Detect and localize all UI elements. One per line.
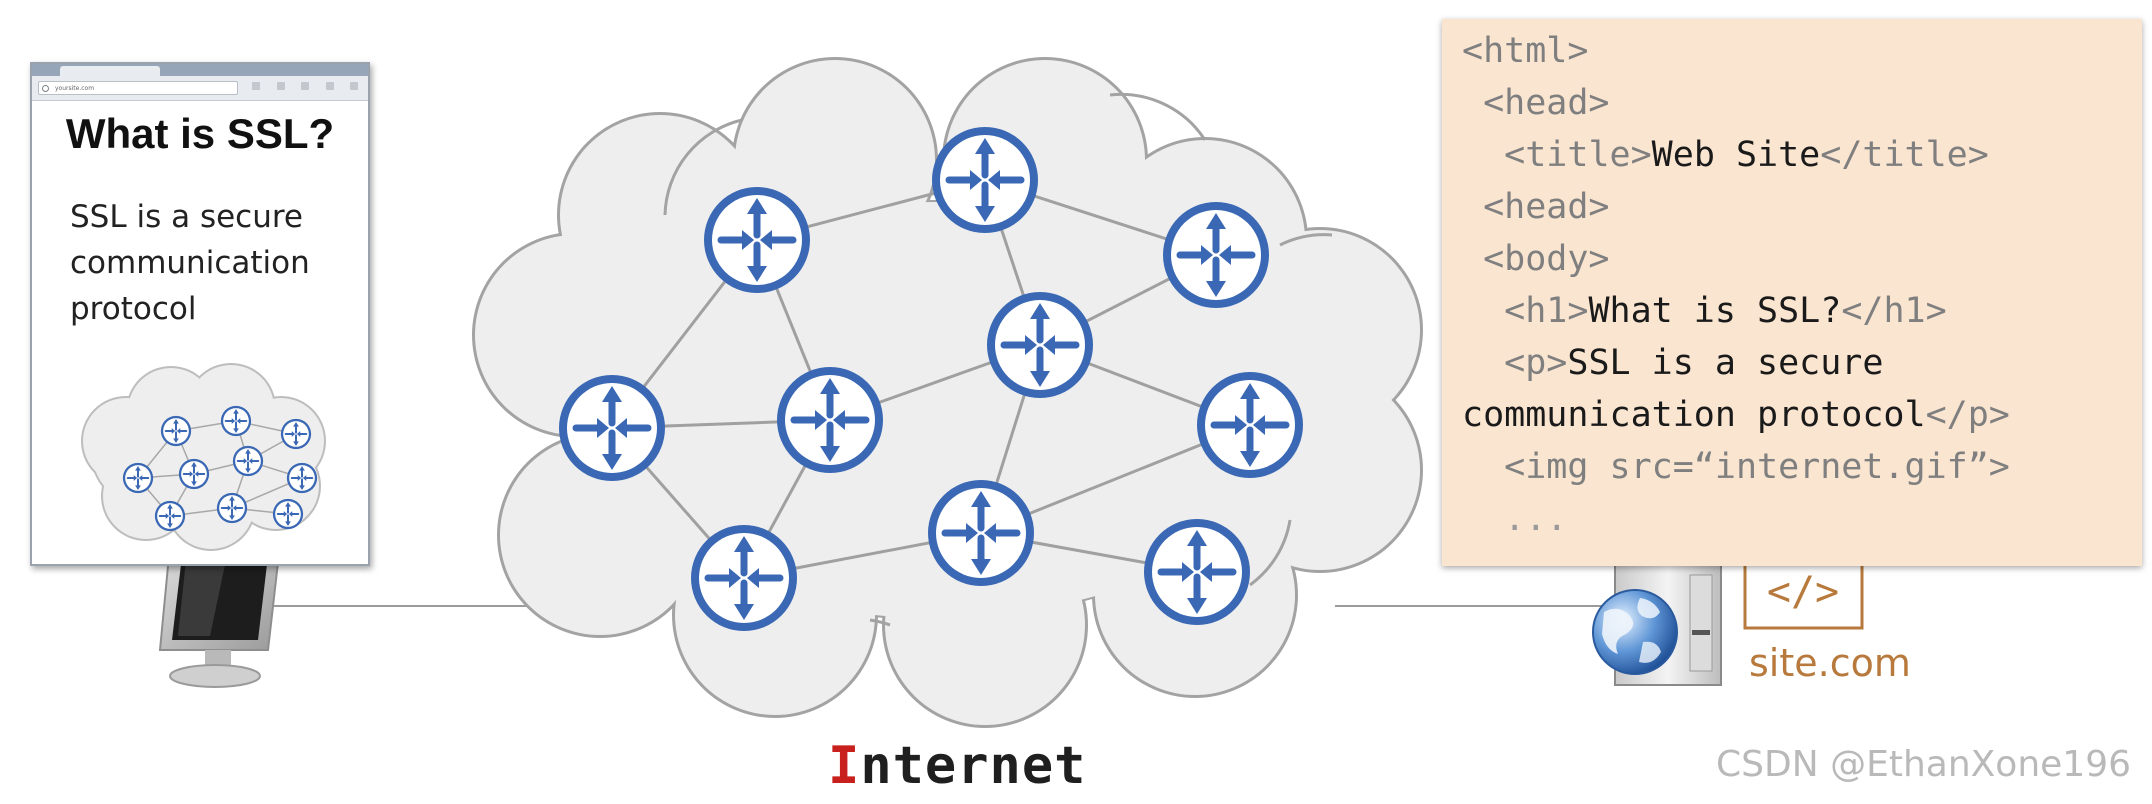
address-bar[interactable]: yoursite.com xyxy=(38,81,238,95)
router-icon xyxy=(216,492,248,524)
router-icon xyxy=(691,525,797,631)
address-bar-url: yoursite.com xyxy=(55,85,95,92)
toolbar-icon[interactable] xyxy=(276,82,285,90)
page-paragraph: SSL is a secure communication protocol xyxy=(70,194,360,332)
router-icon xyxy=(154,500,186,532)
router-icon xyxy=(272,498,304,530)
browser-chrome: yoursite.com xyxy=(32,64,368,101)
code-line: <p>SSL is a secure xyxy=(1504,343,1884,383)
code-line: <img src=“internet.gif”> xyxy=(1504,447,2010,487)
internet-thumbnail-image xyxy=(81,363,326,551)
paragraph-line: SSL is a secure xyxy=(70,199,303,235)
router-icon xyxy=(122,462,154,494)
toolbar-icon[interactable] xyxy=(301,82,309,90)
monitor-icon xyxy=(158,544,282,688)
router-icon xyxy=(777,367,883,473)
globe-icon xyxy=(42,85,49,92)
browser-toolbar xyxy=(252,82,358,94)
code-line-ellipsis: ... xyxy=(1504,499,1568,539)
html-source-panel: <html> <head> <title>Web Site</title> <h… xyxy=(1442,19,2142,566)
router-icon xyxy=(178,458,210,490)
code-line: <html> xyxy=(1462,31,1589,71)
router-icon xyxy=(932,127,1038,233)
router-icon xyxy=(1163,202,1269,308)
code-line: <head> xyxy=(1483,83,1610,123)
toolbar-icon[interactable] xyxy=(252,82,260,90)
router-icon xyxy=(559,375,665,481)
router-icon xyxy=(220,405,252,437)
internet-label-first-letter: I xyxy=(828,736,861,796)
code-line: <head> xyxy=(1483,187,1610,227)
internet-label-rest: nternet xyxy=(860,736,1087,796)
code-line: <body> xyxy=(1483,239,1610,279)
browser-tab-bar xyxy=(32,64,368,76)
router-icon xyxy=(1144,519,1250,625)
internet-label: Internet xyxy=(828,736,1086,796)
router-icon xyxy=(704,187,810,293)
paragraph-line: communication xyxy=(70,245,310,281)
toolbar-icon[interactable] xyxy=(350,82,358,90)
paragraph-line: protocol xyxy=(70,291,197,327)
router-icon xyxy=(987,292,1093,398)
router-icon xyxy=(280,418,312,450)
router-icon xyxy=(160,415,192,447)
code-line: <h1>What is SSL?</h1> xyxy=(1504,291,1947,331)
watermark: CSDN @EthanXone196 xyxy=(1716,744,2132,785)
router-icon xyxy=(232,445,264,477)
code-icon-label: </> xyxy=(1767,569,1839,615)
code-line: communication protocol</p> xyxy=(1462,395,2010,435)
code-line: <title>Web Site</title> xyxy=(1504,135,1989,175)
page-heading: What is SSL? xyxy=(65,110,335,157)
browser-tab[interactable] xyxy=(60,66,160,76)
site-label: site.com xyxy=(1749,641,1911,685)
browser-window: yoursite.com What is SSL? SSL is a secur… xyxy=(30,62,370,566)
router-icon xyxy=(1197,372,1303,478)
router-icon xyxy=(286,462,318,494)
globe-icon xyxy=(1592,589,1678,675)
toolbar-icon[interactable] xyxy=(325,82,334,90)
router-icon xyxy=(928,480,1034,586)
